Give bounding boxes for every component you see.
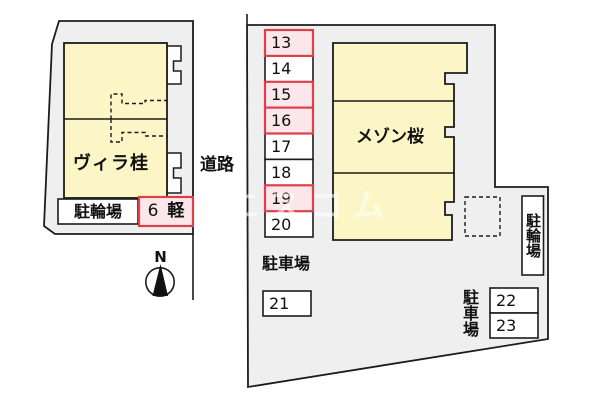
kei-space-box [137, 195, 195, 228]
kei-space-type: 軽 [167, 201, 185, 221]
right-bicycle-parking-label: 駐輪場 [524, 213, 542, 258]
villa-overhang-dashed-lower [110, 119, 168, 143]
parking-area-label: 駐車場 [262, 254, 311, 273]
villa-entry-tab-bottom [166, 152, 182, 194]
parking-space-22-number: 22 [496, 291, 517, 310]
parking-space-13-box [263, 28, 315, 57]
villa-building-name: ヴィラ桂 [73, 153, 149, 174]
parking-area-label-2: 駐車場 [460, 289, 479, 337]
parking-space-23-box [489, 312, 539, 339]
parking-space-20-number: 20 [271, 214, 292, 234]
parking-space-13-number: 13 [271, 33, 292, 53]
right-bicycle-parking-box [521, 195, 545, 276]
parking-space-23-number: 23 [496, 316, 517, 335]
villa-entry-tab-top [166, 45, 182, 85]
maison-building [332, 42, 468, 241]
parking-space-19-number: 19 [271, 188, 292, 208]
dashed-area-outline [464, 196, 501, 237]
villa-building [63, 42, 168, 199]
parking-space-18-number: 18 [271, 162, 292, 182]
parking-space-22-box [489, 287, 539, 314]
kei-space-number: 6 [147, 201, 159, 221]
north-arrow-icon [152, 264, 168, 296]
parking-space-17-number: 17 [271, 136, 292, 156]
parking-space-20-box [264, 210, 314, 238]
road-label: 道路 [200, 155, 234, 175]
left-bicycle-parking-label: 駐輪場 [73, 201, 122, 221]
parking-space-17-box [264, 132, 314, 161]
parking-space-14-number: 14 [271, 59, 292, 79]
maison-building-name: メゾン桜 [356, 127, 424, 147]
parking-space-21-number: 21 [269, 294, 290, 313]
parking-space-16-number: 16 [271, 111, 292, 131]
parking-space-16-box [263, 106, 315, 135]
north-label: N [154, 248, 167, 266]
parking-space-21-box [262, 290, 312, 317]
left-bicycle-parking-box [57, 198, 139, 225]
parking-space-19-box [263, 184, 315, 213]
parking-space-15-number: 15 [271, 85, 292, 105]
parking-space-14-box [264, 55, 314, 83]
villa-overhang-dashed-upper [110, 93, 168, 119]
